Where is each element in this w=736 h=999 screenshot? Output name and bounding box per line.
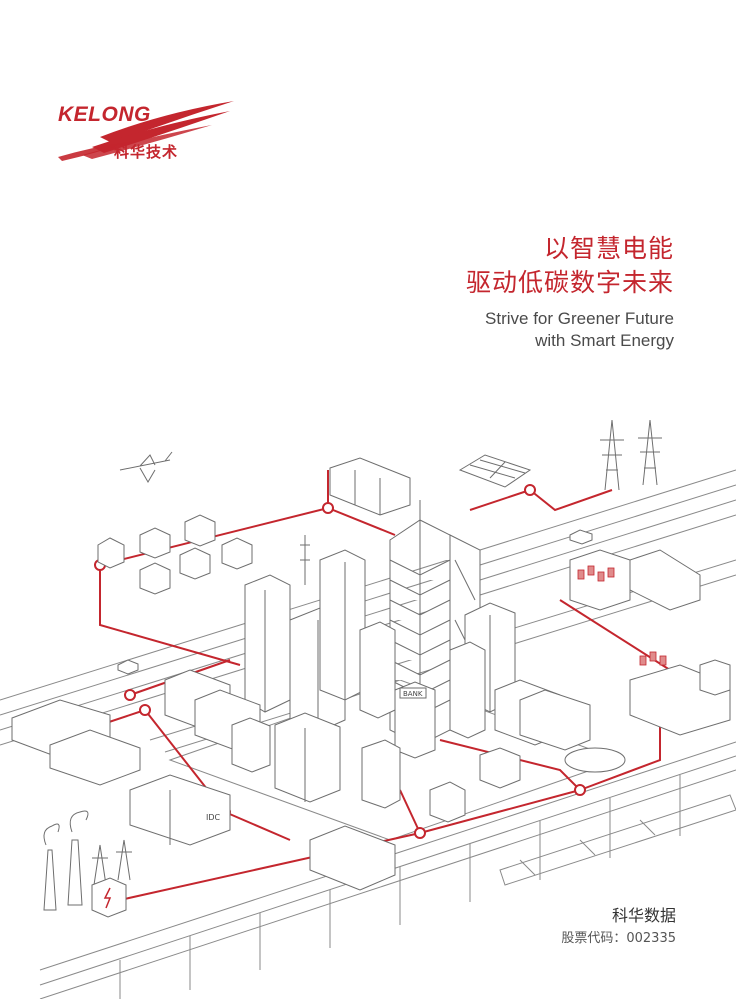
helipad bbox=[564, 747, 626, 773]
power-pylon-2 bbox=[638, 419, 662, 486]
building-a bbox=[244, 574, 291, 713]
battery-unit-1 bbox=[577, 569, 585, 580]
apartment-complex-2 bbox=[49, 729, 141, 786]
headline-cn-line1: 以智慧电能 bbox=[543, 234, 674, 263]
storage-containers bbox=[329, 457, 411, 516]
smokestack-2 bbox=[67, 839, 83, 906]
footer-brand: 科华数据 bbox=[611, 906, 676, 925]
bank-sign: BANK bbox=[403, 690, 423, 698]
idc-sign: IDC bbox=[206, 813, 221, 822]
substation-pylon bbox=[92, 839, 132, 886]
building-k bbox=[479, 747, 521, 789]
battery-unit-6 bbox=[649, 651, 657, 662]
house-3 bbox=[184, 514, 216, 547]
low-block-3 bbox=[231, 717, 271, 773]
headline-en-line2: with Smart Energy bbox=[535, 331, 674, 350]
lightning-icon bbox=[103, 887, 112, 909]
headline-cn-line2: 驱动低碳数字未来 bbox=[465, 268, 674, 297]
data-center bbox=[129, 774, 231, 846]
airplane bbox=[119, 451, 173, 483]
road-upper bbox=[0, 469, 736, 746]
logo-wordmark: KELONG bbox=[58, 103, 151, 126]
smart-city-illustration: BANK IDC bbox=[0, 419, 736, 999]
clinic bbox=[309, 825, 396, 891]
battery-unit-4 bbox=[607, 567, 615, 578]
battery-unit-2 bbox=[587, 565, 595, 576]
house-2 bbox=[139, 527, 171, 559]
battery-unit-7 bbox=[659, 655, 667, 666]
headline-en-line1: Strive for Greener Future bbox=[485, 309, 674, 328]
battery-unit-5 bbox=[639, 655, 647, 666]
smokestack-smoke bbox=[43, 810, 89, 846]
footer-stock-code: 股票代码：002335 bbox=[561, 931, 676, 946]
power-shed bbox=[629, 549, 701, 611]
car-1 bbox=[117, 659, 139, 675]
building-d bbox=[359, 621, 396, 719]
tanks bbox=[699, 659, 731, 696]
railway-pillars bbox=[119, 775, 681, 999]
logo-swoosh-icon bbox=[58, 101, 234, 161]
building-c bbox=[319, 549, 366, 701]
footer-block: 科华数据 股票代码：002335 bbox=[561, 905, 676, 949]
car-2 bbox=[569, 529, 593, 545]
house-1 bbox=[97, 537, 125, 569]
building-h bbox=[519, 689, 591, 751]
power-pylon-1 bbox=[600, 419, 624, 491]
house-6 bbox=[221, 537, 253, 570]
train bbox=[499, 794, 736, 886]
headline-block: 以智慧电能 驱动低碳数字未来 Strive for Greener Future… bbox=[466, 232, 674, 352]
bank-sign-plate bbox=[399, 687, 427, 699]
solar-panel-array bbox=[458, 454, 532, 488]
house-5 bbox=[179, 547, 211, 580]
building-j bbox=[429, 781, 466, 823]
building-i bbox=[361, 739, 401, 809]
company-logo: KELONG 科华技术 bbox=[52, 95, 242, 167]
logo-chinese-name: 科华技术 bbox=[114, 143, 179, 161]
hospital bbox=[274, 712, 341, 803]
radio-tower bbox=[300, 535, 310, 585]
house-4 bbox=[139, 562, 171, 595]
battery-unit-3 bbox=[597, 571, 605, 582]
building-f bbox=[449, 641, 486, 739]
smokestack-1 bbox=[43, 849, 57, 911]
